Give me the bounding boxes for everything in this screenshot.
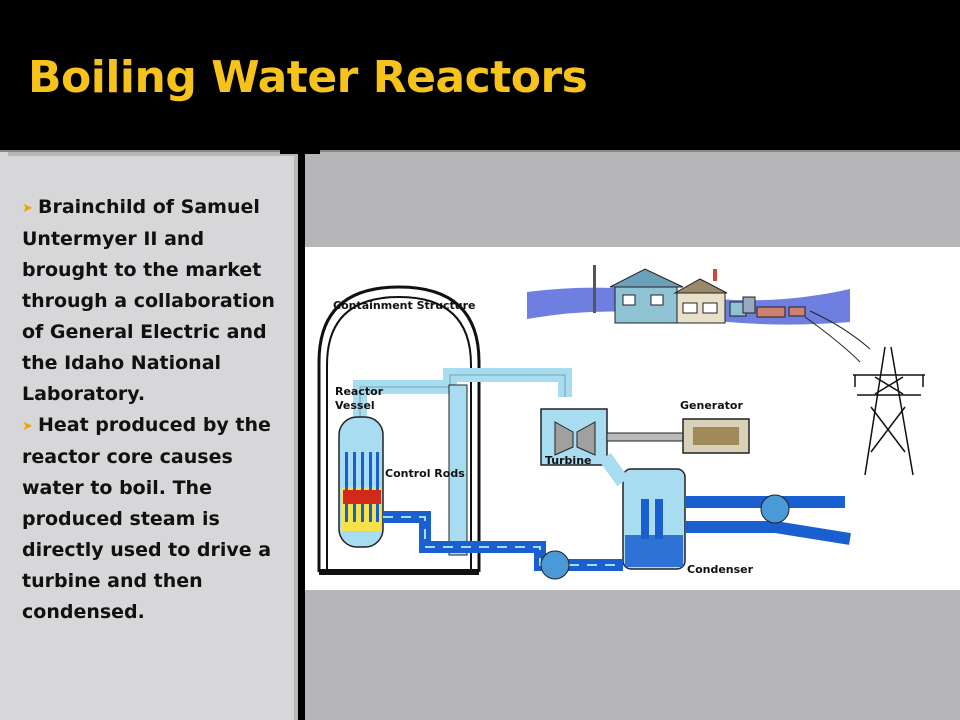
control-rods [343,490,381,504]
pump-icon [760,494,790,524]
bullet-item: ➤Brainchild of Samuel Untermyer II and b… [22,192,292,410]
reactor-vessel [338,416,384,548]
label-condenser: Condenser [687,563,754,576]
title-divider [0,150,960,152]
arrow-bullet-icon: ➤ [22,201,33,216]
transmission-tower-icon [853,346,925,476]
bwr-diagram-svg: Containment Structure Reactor Vessel Con… [317,265,925,580]
bwr-diagram: Containment Structure Reactor Vessel Con… [305,247,960,590]
bullet-text: Heat produced by the reactor core causes… [22,414,272,623]
generator [682,418,750,454]
small-houses-icon [729,296,806,318]
panel-notch [280,146,320,154]
house-icon [593,265,728,324]
turbine-shaft [606,432,688,442]
text-panel [0,152,298,720]
condenser [622,468,686,570]
title-bar: Boiling Water Reactors [0,0,960,152]
text-panel-shadow [8,152,298,156]
steam-pipe [353,368,572,417]
label-reactor: Reactor [335,385,384,398]
power-line [809,310,871,350]
label-vessel: Vessel [335,399,375,412]
bullet-text: Brainchild of Samuel Untermyer II and br… [22,196,275,405]
steam-riser [448,384,468,556]
bullet-item: ➤Heat produced by the reactor core cause… [22,410,292,628]
label-containment: Containment Structure [333,299,476,312]
label-generator: Generator [680,399,743,412]
bullet-list: ➤Brainchild of Samuel Untermyer II and b… [22,192,292,628]
pump-icon [540,550,570,580]
label-control-rods: Control Rods [385,467,465,480]
arrow-bullet-icon: ➤ [22,419,33,434]
slide-title: Boiling Water Reactors [28,52,588,103]
label-turbine: Turbine [545,454,592,467]
turbine [540,408,608,466]
